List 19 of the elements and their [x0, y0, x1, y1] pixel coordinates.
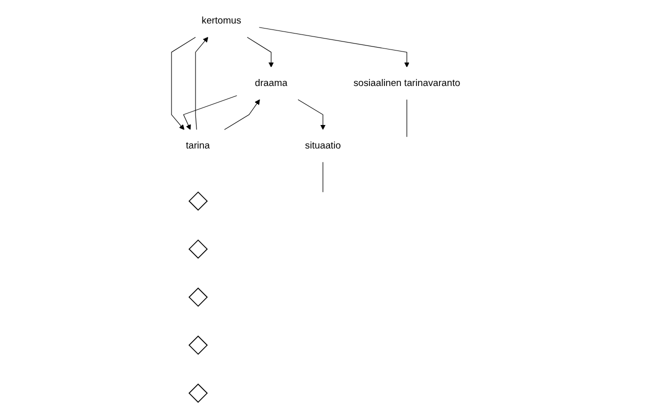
- node-text: draama: [254, 78, 288, 88]
- node-diamond: [188, 191, 208, 211]
- node-diamond: [188, 384, 208, 403]
- connector: [322, 162, 324, 192]
- node-text: kertomus: [202, 16, 242, 26]
- node-diamond: [188, 288, 208, 307]
- arrow: [258, 27, 410, 68]
- node-diamond: [188, 239, 208, 259]
- arrow: [298, 99, 326, 130]
- node-text: sosiaalinen tarinavaranto: [353, 78, 460, 88]
- arrow: [195, 36, 208, 130]
- node-text: tarina: [186, 140, 210, 151]
- arrow: [224, 99, 260, 130]
- node-diamond: [188, 336, 208, 355]
- arrow: [171, 36, 196, 130]
- arrow: [183, 95, 238, 130]
- arrow: [246, 36, 274, 68]
- connector: [406, 99, 408, 138]
- node-text: situaatio: [305, 140, 341, 151]
